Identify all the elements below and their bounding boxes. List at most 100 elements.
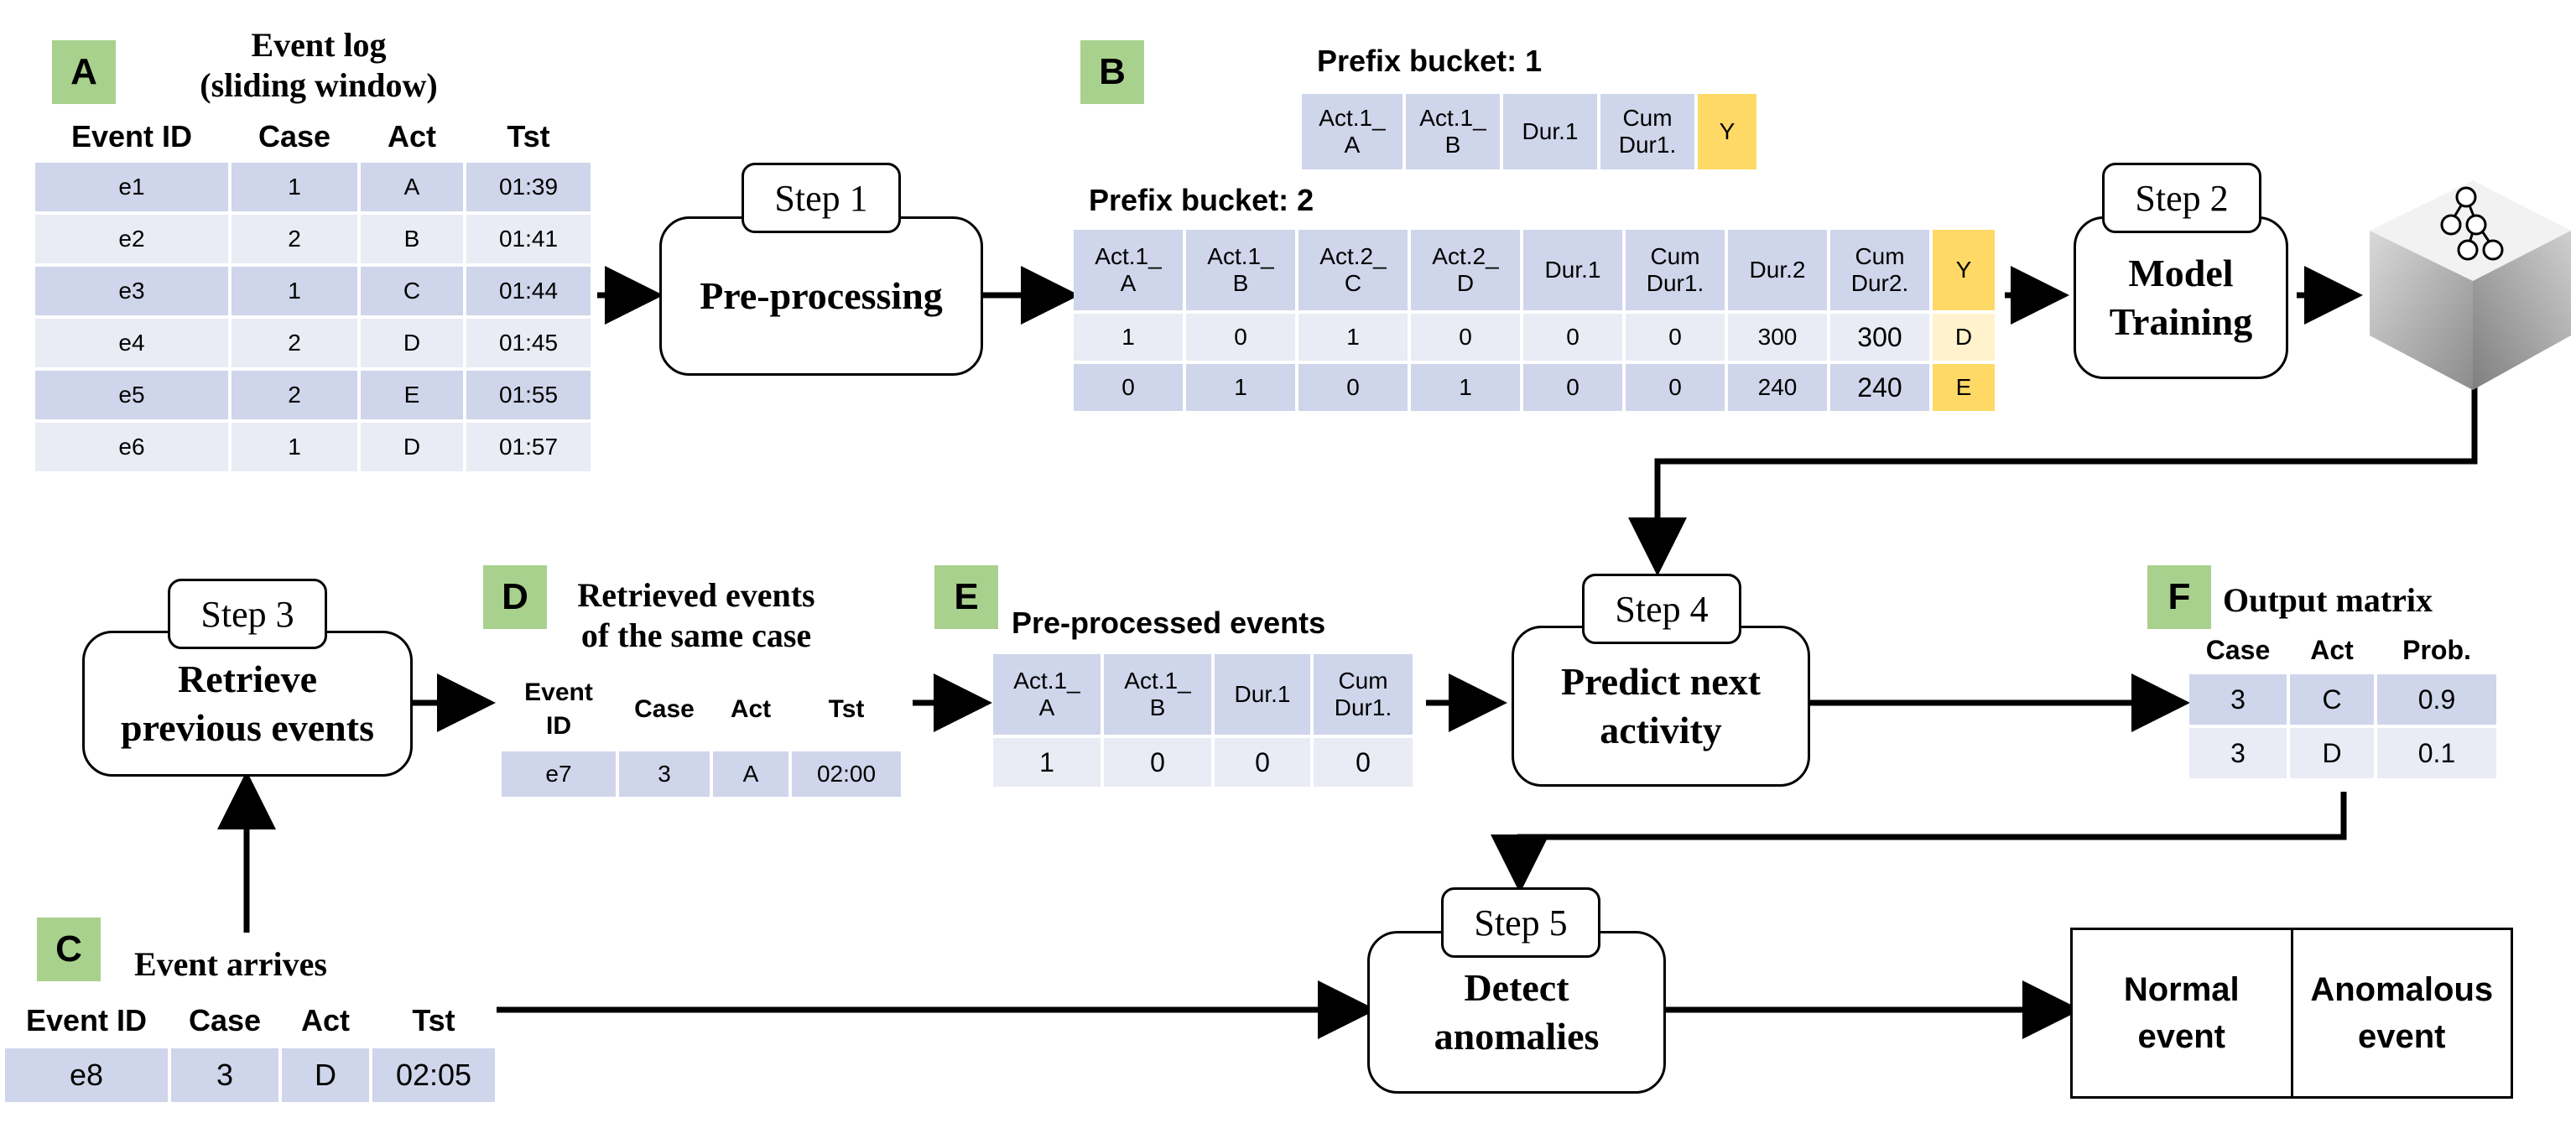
- table-row: e2 2 B 01:41: [35, 215, 591, 263]
- table-cell: 1: [288, 278, 301, 304]
- table-cell: 01:39: [498, 174, 559, 200]
- col-header-act1-a: Act.1_ A: [1302, 94, 1402, 169]
- panel-d-title-line1: Retrieved events: [577, 576, 815, 614]
- table-cell: 0.1: [2417, 737, 2456, 768]
- col-header-act1-b: Act.1_ B: [1124, 668, 1191, 720]
- table-cell: 240: [1728, 364, 1827, 411]
- col-header-case: Case: [2205, 634, 2271, 665]
- col-header-act1-b: Act.1_ B: [1186, 230, 1295, 310]
- step3-label-line1: Retrieve: [178, 658, 317, 700]
- table-row: 3 C 0.9: [2189, 674, 2496, 725]
- table-cell: e1: [118, 174, 145, 200]
- table-cell: A: [403, 174, 420, 200]
- col-header-tst: Tst: [828, 695, 865, 723]
- table-header-row: Event ID Case Act Tst: [35, 114, 591, 159]
- col-header-event-id: Event ID: [25, 1003, 148, 1037]
- step2-box: Model Training: [2074, 216, 2288, 379]
- col-header-tst: Tst: [507, 119, 550, 153]
- panel-a-title-line1: Event log: [251, 26, 387, 64]
- table-cell: 300: [1728, 314, 1827, 361]
- table-cell: D: [403, 434, 421, 460]
- table-cell: 1: [1039, 746, 1054, 777]
- panel-d-title-line2: of the same case: [580, 616, 812, 654]
- result-box: Normal event Anomalous event: [2070, 928, 2513, 1099]
- panel-e-title: Pre-processed events: [1012, 606, 1326, 640]
- col-header-dur2: Dur.2: [1728, 230, 1827, 310]
- table-cell: 2: [288, 330, 301, 356]
- panel-e-tag: E: [934, 565, 998, 629]
- col-header-act: Act: [387, 119, 436, 153]
- table-cell: 240: [1830, 364, 1929, 411]
- step2-label-line1: Model: [2128, 252, 2234, 294]
- panel-a-title: Event log (sliding window): [168, 25, 470, 106]
- table-cell: e2: [118, 226, 145, 252]
- col-header-event-id: Event ID: [70, 119, 193, 153]
- col-header-act: Act: [730, 695, 772, 723]
- table-cell: 01:55: [498, 382, 559, 408]
- bucket2-table: Act.1_ A Act.1_ B Act.2_ C Act.2_ D Dur.…: [1070, 226, 1998, 414]
- table-header-row: Act.1_ A Act.1_ B Dur.1 Cum Dur1. Y: [1302, 94, 1756, 169]
- table-cell: e4: [118, 330, 145, 356]
- panel-a-tag: A: [52, 40, 116, 104]
- table-row: 1 0 0 0: [993, 738, 1413, 787]
- bucket1-table: Act.1_ A Act.1_ B Dur.1 Cum Dur1. Y: [1298, 91, 1760, 173]
- table-header-row: Act.1_ A Act.1_ B Dur.1 Cum Dur1.: [993, 654, 1413, 735]
- col-header-y: Y: [1698, 94, 1756, 169]
- step4-box: Predict next activity: [1512, 626, 1810, 787]
- step5-box: Detect anomalies: [1367, 931, 1666, 1094]
- table-cell: 01:57: [498, 434, 559, 460]
- table-cell: 0.9: [2417, 684, 2456, 715]
- step3-tab: Step 3: [168, 579, 327, 649]
- table-header-row: Case Act Prob.: [2189, 629, 2496, 671]
- table-row: 3 D 0.1: [2189, 728, 2496, 778]
- retrieved-events-table: Event ID Case Act Tst e7 3 A 02:00: [498, 668, 904, 800]
- step1-tab: Step 1: [742, 163, 901, 233]
- step3-label-line2: previous events: [121, 706, 374, 749]
- normal-event-label: Normal event: [2073, 930, 2293, 1096]
- table-cell: 0: [1626, 364, 1725, 411]
- step1-label: Pre-processing: [700, 274, 943, 317]
- table-cell: 0: [1074, 364, 1183, 411]
- table-cell: 0: [1186, 314, 1295, 361]
- table-row: e5 2 E 01:55: [35, 371, 591, 419]
- col-header-event-id: Event ID: [524, 678, 593, 740]
- table-cell: 2: [288, 226, 301, 252]
- table-cell: e5: [118, 382, 145, 408]
- col-header-tst: Tst: [412, 1003, 455, 1037]
- panel-d-title: Retrieved events of the same case: [554, 575, 839, 656]
- table-row: e3 1 C 01:44: [35, 267, 591, 315]
- col-header-cum-dur1: Cum Dur1.: [1626, 230, 1725, 310]
- table-cell: B: [403, 226, 420, 252]
- step5-tab: Step 5: [1441, 887, 1600, 958]
- table-cell: 01:45: [498, 330, 559, 356]
- col-header-cum-dur1: Cum Dur1.: [1334, 668, 1392, 720]
- step4-label-line1: Predict next: [1560, 660, 1762, 703]
- table-cell: D: [1933, 314, 1995, 361]
- col-header-dur1: Dur.1: [1523, 230, 1622, 310]
- table-cell: 0: [1150, 746, 1165, 777]
- table-cell: 1: [288, 174, 301, 200]
- table-cell: e8: [69, 1058, 104, 1092]
- table-cell: 0: [1298, 364, 1408, 411]
- table-cell: 3: [2230, 684, 2246, 715]
- col-header-act: Act: [300, 1003, 350, 1037]
- arrow-output-to-step5: [1491, 792, 2347, 893]
- col-header-act1-a: Act.1_ A: [1074, 230, 1183, 310]
- table-row: e1 1 A 01:39: [35, 163, 591, 211]
- table-cell: E: [1933, 364, 1995, 411]
- panel-f-tag: F: [2147, 565, 2211, 629]
- col-header-act2-c: Act.2_ C: [1298, 230, 1408, 310]
- table-cell: 1: [1074, 314, 1183, 361]
- col-header-cum-dur1: Cum Dur1.: [1600, 94, 1694, 169]
- table-cell: 1: [1186, 364, 1295, 411]
- col-header-y: Y: [1933, 230, 1995, 310]
- step1-box: Pre-processing: [659, 216, 983, 376]
- panel-c-title: Event arrives: [134, 945, 327, 983]
- col-header-prob: Prob.: [2402, 634, 2471, 665]
- anomalous-event-label: Anomalous event: [2310, 971, 2494, 1055]
- col-header-case: Case: [634, 695, 695, 723]
- table-cell: 1: [288, 434, 301, 460]
- col-header-dur1: Dur.1: [1234, 681, 1291, 707]
- bucket2-title: Prefix bucket: 2: [1089, 183, 1314, 217]
